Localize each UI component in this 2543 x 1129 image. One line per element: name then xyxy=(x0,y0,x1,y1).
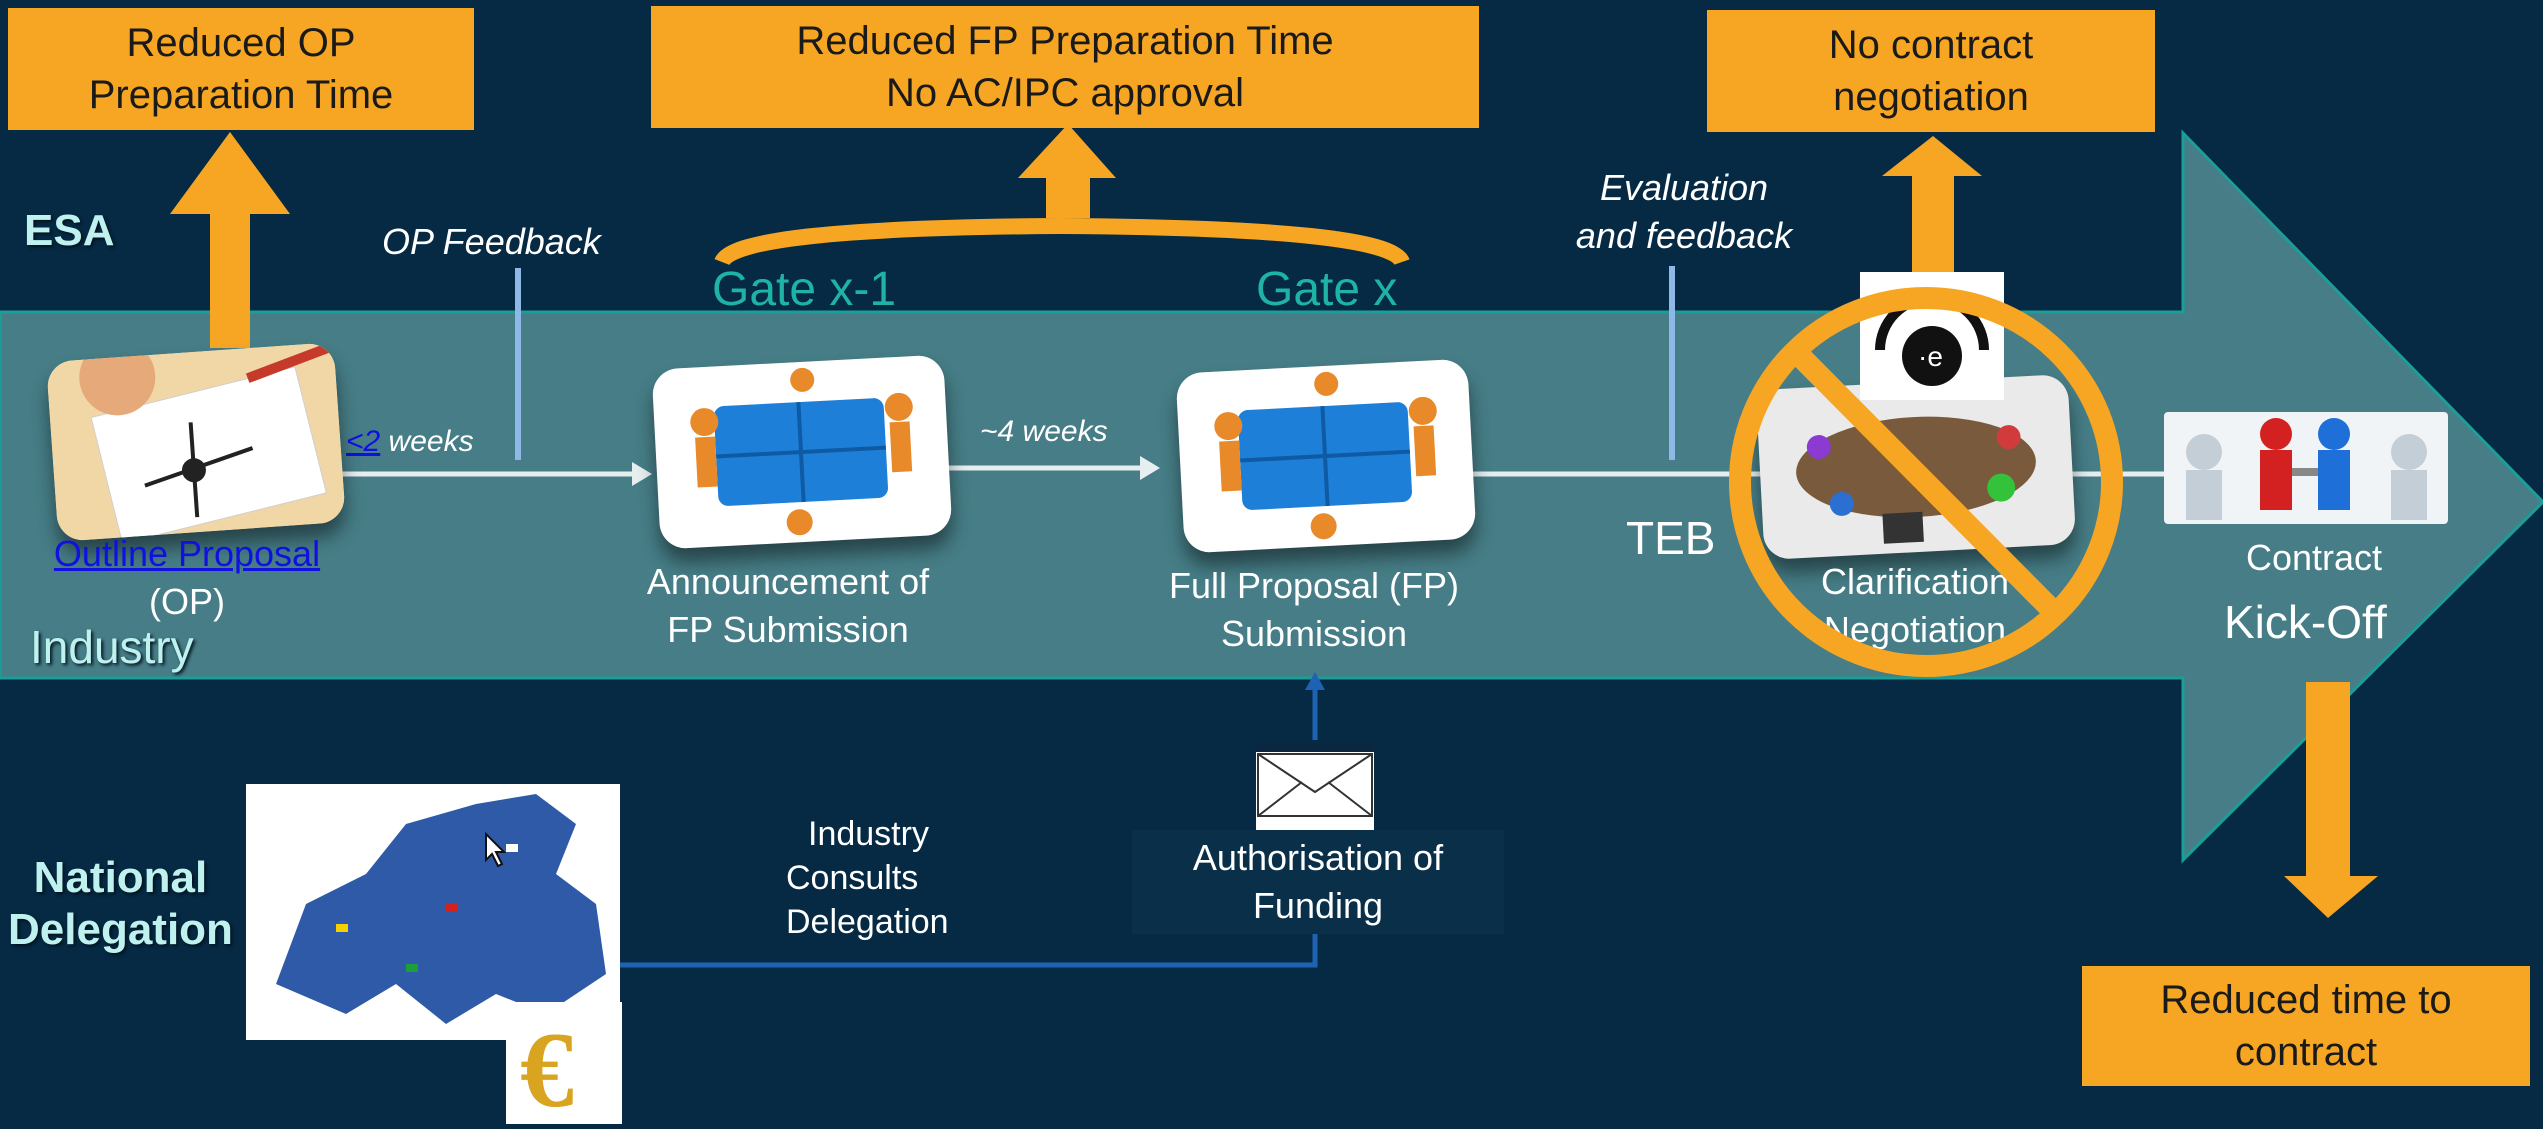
authorisation-funding-label: Authorisation of Funding xyxy=(1132,830,1504,934)
kickoff-label: Kick-Off xyxy=(2224,596,2387,648)
duration-link[interactable]: <2 xyxy=(346,425,381,458)
europe-map-illustration xyxy=(246,784,620,1040)
contract-up-arrow xyxy=(1882,136,1982,352)
euro-icon: € xyxy=(506,1002,622,1129)
outline-proposal-link[interactable]: Outline Proposal xyxy=(53,533,321,574)
full-proposal-illustration xyxy=(1175,358,1477,554)
gate-bracket xyxy=(714,217,1410,267)
gate-x-label: Gate x xyxy=(1256,263,1398,316)
contract-label: Contract xyxy=(2246,537,2383,578)
gate-x-1-label: Gate x-1 xyxy=(712,263,897,316)
industry-consults-label: Industry Consults Delegation xyxy=(786,815,949,941)
announcement-step-label: Announcement of FP Submission xyxy=(646,561,930,650)
duration-announcement-to-fp: ~4 weeks xyxy=(980,415,1108,448)
envelope-icon xyxy=(1256,744,1374,842)
op-up-arrow xyxy=(170,132,290,348)
op-feedback-label: OP Feedback xyxy=(382,221,601,262)
flow-arrow-2 xyxy=(1140,456,1160,480)
reduced-op-time-box: Reduced OP Preparation Time xyxy=(8,8,474,130)
contract-down-arrow xyxy=(2284,682,2378,918)
op-illustration xyxy=(46,342,346,542)
no-negotiation-box: No contract negotiation xyxy=(1707,10,2155,132)
industry-lane-label: Industry xyxy=(30,621,194,673)
funding-line xyxy=(620,920,1318,968)
op-step-label: Outline Proposal (OP) xyxy=(42,530,332,626)
esa-lane-label: ESA xyxy=(24,206,115,255)
funding-up-arrow xyxy=(1305,672,1325,690)
teb-label: TEB xyxy=(1626,512,1716,564)
svg-text:€: € xyxy=(520,1011,574,1124)
duration-op-to-announcement: <2 weeks xyxy=(346,425,474,458)
evaluation-feedback-label: Evaluation and feedback xyxy=(1575,167,1793,256)
announcement-illustration xyxy=(651,354,953,550)
full-proposal-step-label: Full Proposal (FP) Submission xyxy=(1168,565,1460,654)
handshake-illustration xyxy=(2164,412,2448,524)
reduced-fp-time-box: Reduced FP Preparation Time No AC/IPC ap… xyxy=(651,6,1479,128)
fp-up-arrow xyxy=(1018,124,1116,218)
reduced-contract-time-box: Reduced time to contract xyxy=(2082,966,2530,1086)
esa-logo-letter: ·e xyxy=(1918,341,1943,372)
prohibition-icon xyxy=(1729,287,2123,677)
cursor-hand-icon xyxy=(485,831,507,868)
national-delegation-label: National Delegation xyxy=(8,853,233,954)
flow-arrow-1 xyxy=(632,462,652,486)
